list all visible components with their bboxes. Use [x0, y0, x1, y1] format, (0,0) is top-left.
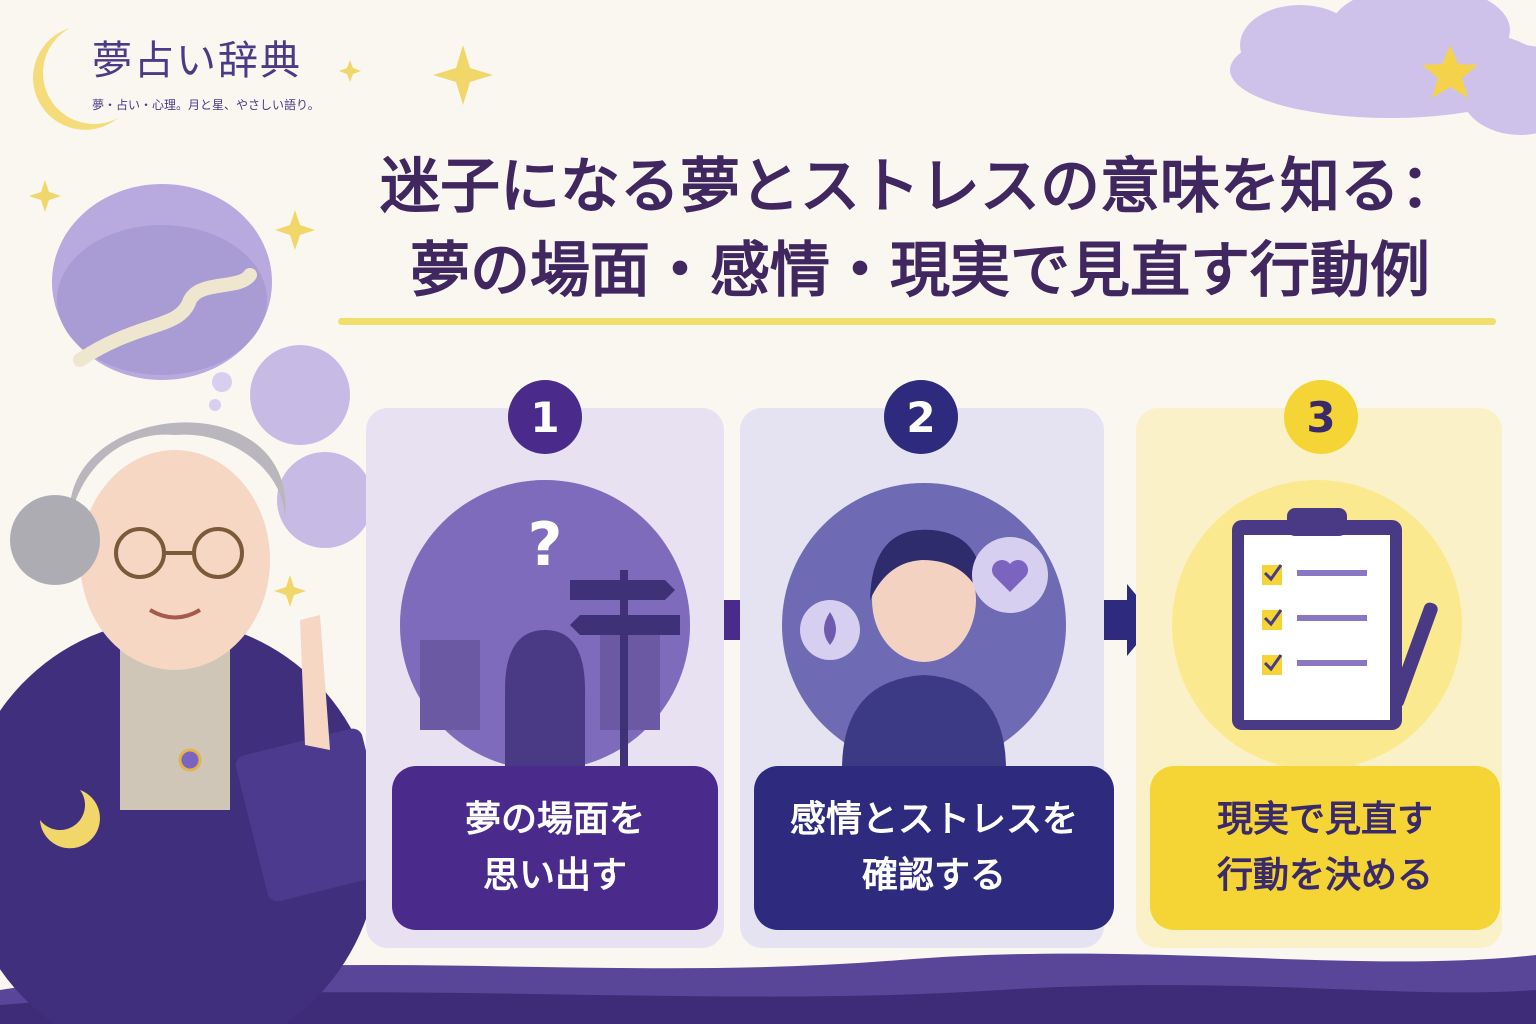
step-1-label: 夢の場面を 思い出す — [392, 766, 718, 930]
step-1-label-line-2: 思い出す — [482, 855, 627, 896]
step-1-label-line-1: 夢の場面を — [464, 799, 645, 840]
title-underline — [338, 318, 1496, 325]
cloud-decor — [1230, 0, 1536, 135]
step-2-label-line-1: 感情とストレスを — [789, 799, 1078, 840]
step-2-label-line-2: 確認する — [861, 855, 1006, 896]
thought-bubbles — [52, 184, 373, 548]
fortune-teller-illustration — [0, 422, 395, 1024]
site-tagline: 夢・占い・心理。月と星、やさしい語り。 — [92, 98, 320, 112]
step-2-badge: 2 — [884, 380, 958, 454]
site-title[interactable]: 夢占い辞典 — [92, 38, 302, 84]
step-3-label-line-1: 現実で見直す — [1216, 799, 1433, 840]
lost-person-signpost-icon — [505, 630, 585, 770]
step-1-illustration: ? — [400, 480, 690, 770]
step-3-label: 現実で見直す 行動を決める — [1150, 766, 1500, 930]
step-2-label: 感情とストレスを 確認する — [754, 766, 1114, 930]
checklist-clipboard-icon — [1232, 508, 1402, 730]
step-3-illustration — [1172, 480, 1462, 770]
step-2-illustration — [782, 483, 1066, 770]
step-1-badge: 1 — [508, 380, 582, 454]
step-3-label-line-2: 行動を決める — [1216, 855, 1433, 896]
svg-text:?: ? — [528, 510, 563, 580]
person-hand-on-chest-icon — [842, 675, 1006, 770]
step-3-badge: 3 — [1284, 380, 1358, 454]
page-title-line-1: 迷子になる夢とストレスの意味を知る： — [380, 152, 1460, 222]
page-title-line-2: 夢の場面・感情・現実で見直す行動例 — [410, 236, 1430, 306]
